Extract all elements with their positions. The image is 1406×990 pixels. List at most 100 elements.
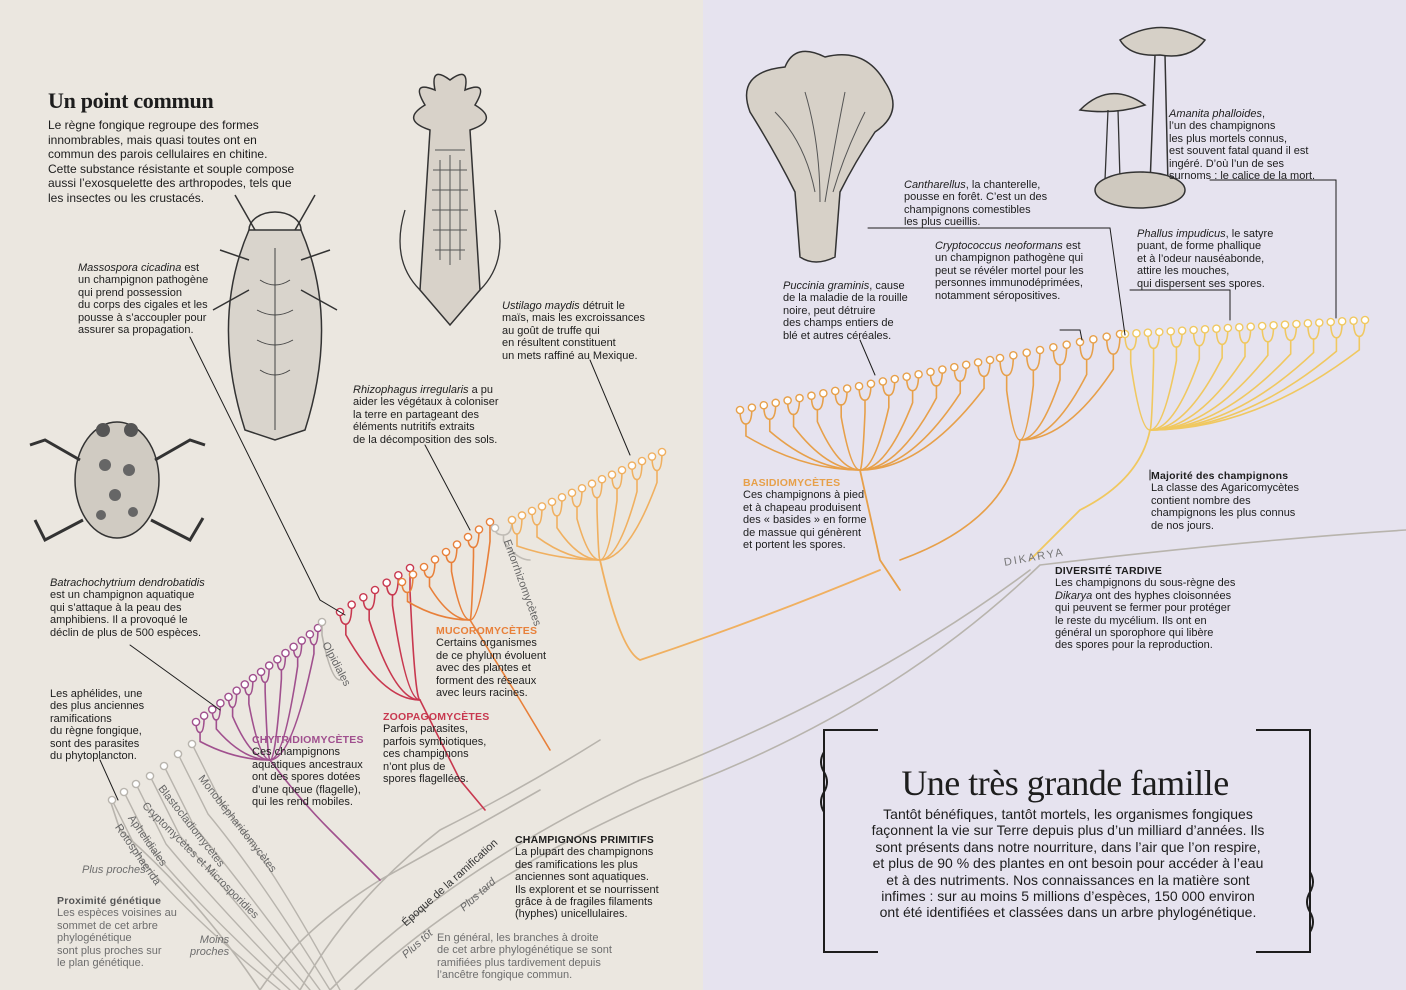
tree-tip [819, 389, 828, 398]
tree-tip [397, 577, 407, 587]
tree-tip [1326, 317, 1336, 327]
tree-tip [216, 698, 225, 708]
leader-line [1129, 289, 1231, 321]
leader-line [1059, 329, 1083, 341]
tree-tip [173, 749, 183, 759]
group-champignons-primitifs: CHAMPIGNONS PRIMITIFS La plupart des cha… [515, 834, 659, 921]
main-title: Une très grande famille [901, 763, 1229, 803]
tree-tip [914, 369, 923, 379]
tree-tip [1166, 327, 1176, 336]
backbone [354, 529, 1406, 990]
leader-line [424, 444, 471, 531]
primitive-branch [149, 775, 311, 990]
tree-tip [637, 456, 647, 466]
tree-tip [187, 739, 197, 749]
tree-tip [240, 680, 250, 689]
tree-tip [517, 511, 527, 520]
frog-illustration [29, 421, 206, 543]
tree-tip [854, 381, 864, 391]
tree-tip [735, 405, 745, 415]
tree-tip [926, 367, 935, 377]
tree-tip [1349, 316, 1358, 325]
tree-tip [317, 617, 327, 627]
tree-tip [890, 374, 900, 384]
tree-tip [224, 692, 233, 702]
tree-tip [297, 636, 307, 645]
tree-tip [485, 517, 495, 527]
tree-tip [1280, 320, 1290, 329]
annotation-rhizophagus: Rhizophagus irregularis a pu aider les v… [353, 384, 499, 446]
mucoro-branch [428, 576, 471, 621]
tree-tip [1035, 345, 1045, 355]
basidio-branch [859, 399, 866, 471]
chanterelle-illustration [745, 50, 894, 263]
tree-tip [527, 506, 537, 516]
tree-tip [305, 629, 315, 639]
agarico-branch [1149, 344, 1201, 431]
tree-tip [617, 465, 627, 475]
tree-tip [273, 655, 282, 664]
primitive-branch [191, 743, 341, 990]
tree-tip [359, 593, 368, 602]
leader-line [189, 336, 346, 616]
tree-tip [547, 497, 557, 507]
tree-tip [830, 386, 840, 396]
chytridio-branch [264, 681, 271, 761]
backbone [299, 739, 601, 990]
primitive-branch [135, 783, 301, 990]
tree-tip [264, 661, 274, 670]
tree-tip [759, 400, 769, 410]
mucoro-branch [469, 531, 491, 621]
zoopago-branch [409, 579, 421, 701]
main-text: Tantôt bénéfiques, tantôt mortels, les o… [871, 806, 1265, 921]
tree-tip [1234, 323, 1244, 332]
ascomycota-branch [599, 478, 638, 561]
basidio-branch [859, 375, 985, 471]
backbone [329, 569, 1031, 990]
tree-tip [1075, 337, 1085, 347]
ascomycota-branch [599, 469, 658, 561]
agarico-branch [1149, 347, 1155, 431]
ascomycota-branch [576, 506, 601, 561]
primitive-branch [123, 791, 291, 990]
tree-tip [1062, 340, 1071, 349]
tree-tip [131, 779, 141, 789]
tree-tip [1009, 351, 1018, 360]
tree-tip [107, 795, 117, 805]
group-majorite: Majorité des champignons La classe des A… [1151, 470, 1299, 532]
tree-tip [159, 761, 169, 771]
basidio2-branch [1019, 369, 1035, 441]
zoopago-branch [345, 623, 421, 701]
basidio2-stem [899, 439, 1021, 561]
chytridio-stem [269, 759, 381, 881]
tree-tip [537, 502, 547, 511]
tree-tip [1337, 317, 1347, 326]
tree-tip [1089, 335, 1098, 344]
corn-illustration [399, 73, 501, 327]
title-box-frame [820, 729, 1314, 953]
leader-line [589, 359, 631, 456]
tree-tip [1269, 321, 1278, 330]
tree-tip [1360, 315, 1370, 325]
tree-tip [607, 470, 617, 479]
tree-tip [557, 493, 567, 502]
tree-tip [452, 540, 462, 549]
tree-tip [783, 396, 792, 405]
primitive-branch [163, 765, 321, 990]
tree-tip [1223, 323, 1233, 333]
tree-tip [961, 360, 971, 370]
annotation-phallus: Phallus impudicus, le satyre puant, de f… [1137, 228, 1274, 290]
group-zoopagomycetes: ZOOPAGOMYCÈTES Parfois parasites,parfois… [383, 711, 490, 786]
tree-tip [902, 372, 911, 381]
tree-tip [878, 377, 888, 386]
tree-tip [441, 547, 451, 557]
basidio2-branch [1005, 374, 1021, 441]
zoopago-branch [368, 608, 421, 701]
primitive-branch [177, 753, 331, 990]
